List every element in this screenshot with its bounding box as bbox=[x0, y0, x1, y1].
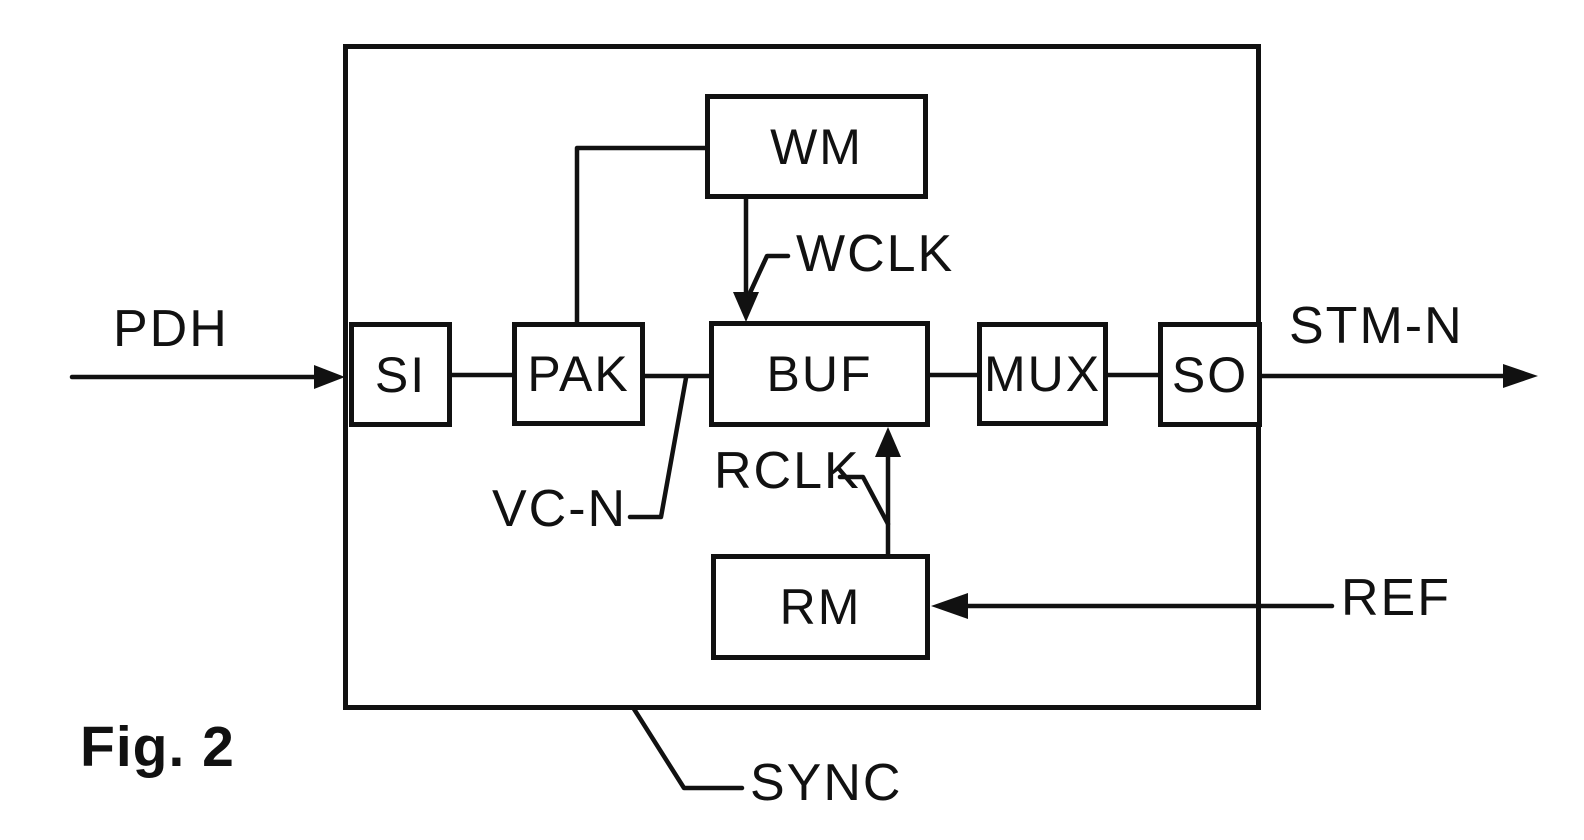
sync-leader-line bbox=[631, 706, 745, 791]
wclk-leader-line bbox=[746, 253, 791, 298]
block-buf: BUF bbox=[709, 321, 930, 427]
stmn-output-label: STM-N bbox=[1289, 297, 1464, 355]
sync-label: SYNC bbox=[750, 754, 903, 812]
block-pak: PAK bbox=[512, 322, 645, 426]
pak-wm-wire bbox=[574, 145, 708, 325]
ref-arrowhead-icon bbox=[931, 593, 968, 619]
pdh-arrowhead-icon bbox=[314, 365, 345, 389]
block-so-label: SO bbox=[1171, 346, 1249, 403]
block-mux-label: MUX bbox=[983, 346, 1102, 402]
block-wm-label: WM bbox=[770, 118, 863, 175]
block-rm-label: RM bbox=[779, 579, 862, 635]
wclk-label: WCLK bbox=[796, 225, 955, 283]
figure-caption: Fig. 2 bbox=[80, 715, 235, 779]
pdh-input-label: PDH bbox=[113, 300, 229, 358]
block-pak-label: PAK bbox=[527, 346, 630, 402]
vcn-label: VC-N bbox=[492, 480, 628, 538]
block-buf-label: BUF bbox=[766, 346, 873, 402]
ref-label: REF bbox=[1341, 569, 1451, 627]
block-si: SI bbox=[349, 322, 452, 427]
block-rm: RM bbox=[711, 554, 930, 660]
rclk-arrowhead-icon bbox=[875, 427, 901, 457]
rclk-leader-line bbox=[837, 474, 891, 527]
block-mux: MUX bbox=[977, 322, 1108, 426]
block-so: SO bbox=[1158, 322, 1262, 427]
stmn-arrowhead-icon bbox=[1503, 364, 1538, 388]
vcn-leader-line bbox=[627, 375, 689, 520]
rclk-label: RCLK bbox=[714, 442, 861, 500]
wclk-arrowhead-icon bbox=[733, 292, 759, 322]
block-si-label: SI bbox=[374, 346, 427, 403]
block-wm: WM bbox=[705, 94, 928, 199]
